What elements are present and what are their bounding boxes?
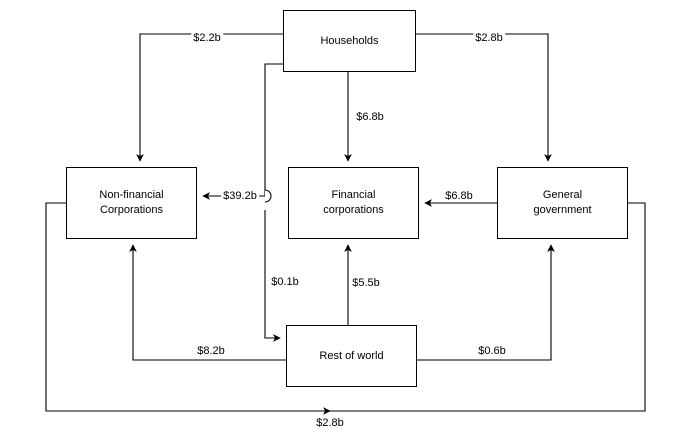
node-households-label: Households xyxy=(320,34,379,47)
node-non-financial-corporations: Non-financial Corporations xyxy=(66,167,197,239)
node-financial-corporations-label: Financial corporations xyxy=(323,189,384,216)
node-households: Households xyxy=(283,10,416,72)
node-general-government-label: General government xyxy=(533,189,592,216)
connector-households-to-government xyxy=(416,33,552,162)
connector-restofworld-to-nonfinancial xyxy=(129,244,286,361)
node-non-financial-corporations-label: Non-financial Corporations xyxy=(99,189,164,216)
connector-restofworld-to-government xyxy=(417,244,555,361)
connector-nonfinancial-to-government xyxy=(45,202,646,412)
edge-label-households-to-government: $2.8b xyxy=(473,32,505,44)
edge-label-restofworld-to-government: $0.6b xyxy=(476,345,508,357)
node-rest-of-world: Rest of world xyxy=(286,325,417,387)
node-financial-corporations: Financial corporations xyxy=(288,167,419,239)
edge-label-restofworld-to-financial: $5.5b xyxy=(350,277,382,289)
connector-households-to-nonfinancial xyxy=(136,33,283,162)
edge-label-nonfinancial-to-government: $2.8b xyxy=(314,417,346,429)
edge-label-households-to-nonfinancial: $2.2b xyxy=(191,32,223,44)
connector-households-to-nonfinancial-large xyxy=(202,63,283,200)
edge-label-government-to-financial: $6.8b xyxy=(443,190,475,202)
edge-label-households-to-financial: $6.8b xyxy=(354,111,386,123)
edge-label-households-to-restofworld: $0.1b xyxy=(269,276,301,288)
connector-households-to-restofworld xyxy=(264,210,281,342)
line-hop-crossing xyxy=(264,189,272,203)
node-rest-of-world-label: Rest of world xyxy=(319,349,384,362)
edge-label-households-to-nonfinancial-large: $39.2b xyxy=(221,190,259,202)
edge-label-restofworld-to-nonfinancial: $8.2b xyxy=(195,345,227,357)
node-general-government: General government xyxy=(497,167,628,239)
